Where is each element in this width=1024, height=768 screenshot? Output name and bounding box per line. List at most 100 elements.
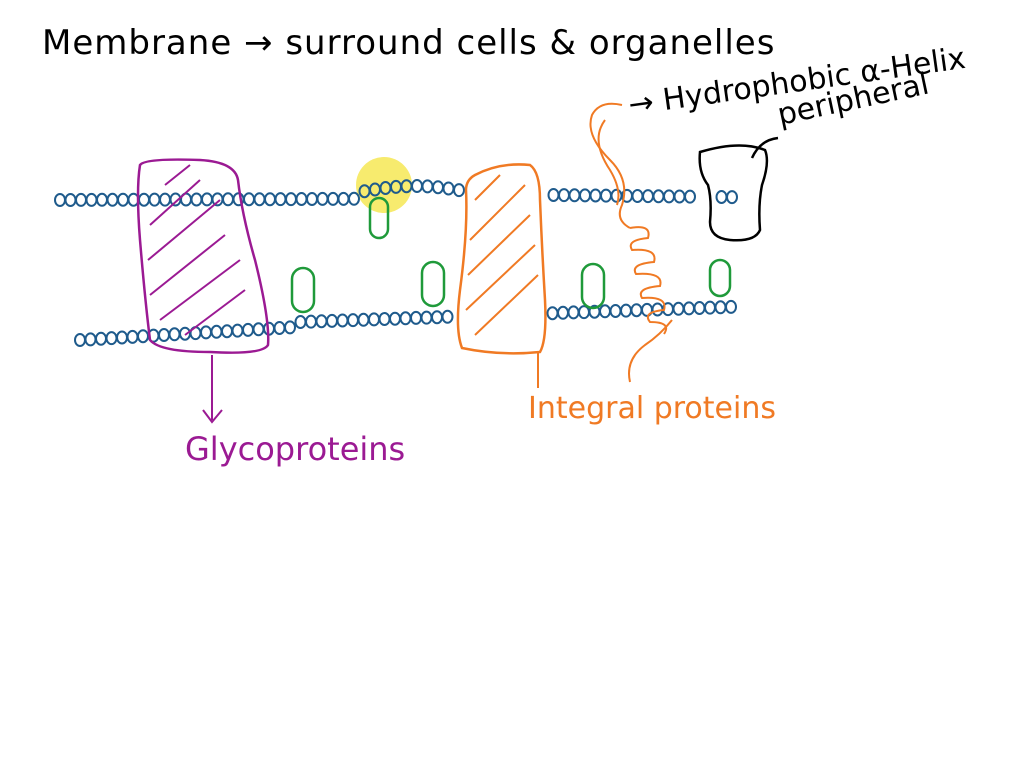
integral-proteins-label: Integral proteins [528,391,776,426]
phospholipid-head [138,192,150,207]
highlight-marker [356,157,412,213]
phospholipid-head [567,305,580,320]
phospholipid-head [273,321,286,335]
phospholipid-head [684,189,696,204]
phospholipid-head [274,192,287,207]
phospholipid-head [106,192,119,207]
phospholipid-head [190,192,203,207]
phospholipid-head [630,303,643,318]
lipid-molecules [290,196,732,314]
phospholipid-head [579,188,591,203]
phospholipid-head [231,323,244,338]
phospholipid-head [547,188,560,202]
phospholipid-head [609,304,622,318]
phospholipid-head [85,192,98,207]
phospholipid-head [95,331,107,346]
phospholipid-head [337,191,350,206]
phospholipid-head [453,183,465,198]
phospholipid-head [725,299,737,314]
glycoprotein-shape [136,158,270,424]
phospholipid-head [432,180,444,195]
phospholipid-head [105,331,118,346]
phospholipid-head [672,301,685,316]
phospholipid-head [557,305,569,320]
phospholipid-head [306,192,318,206]
phospholipid-head [264,192,276,207]
phospholipid-head [285,192,297,207]
phospholipid-head [305,314,317,329]
phospholipid-head [253,192,266,207]
phospholipid-head [683,301,695,316]
phospholipid-head [148,192,161,207]
phospholipid-head [96,192,108,207]
phospholipid-head [54,193,66,207]
phospholipid-head [546,306,559,321]
phospholipid-head [610,188,623,203]
phospholipid-head [116,330,128,345]
diagram-title: Membrane → surround cells & organelles [42,23,775,63]
phospholipid-head [316,191,329,206]
alpha-helix-protein [589,102,673,383]
lipid-capsule [368,196,390,240]
phospholipid-head [431,310,443,325]
phospholipid-head [327,191,339,206]
phospholipid-head [210,324,223,339]
phospholipid-head [663,189,675,204]
phospholipid-head [295,192,308,206]
phospholipid-head [389,311,401,326]
phospholipid-head [568,188,581,203]
inner-membrane-layer [74,299,737,347]
phospholipid-head [348,191,360,206]
phospholipid-head [221,324,233,339]
lipid-capsule [708,258,732,298]
phospholipid-head [347,313,359,328]
phospholipid-head [84,332,97,347]
lipid-capsule [580,262,606,310]
phospholipid-head [242,322,254,337]
phospholipid-head [642,189,654,204]
phospholipid-head [420,310,433,325]
phospholipid-head [411,179,423,193]
phospholipid-head [704,300,716,315]
phospholipid-head [357,312,370,327]
phospholipid-head [284,320,296,335]
phospholipid-head [652,189,665,204]
phospholipid-head [589,188,602,203]
phospholipid-head [599,304,611,319]
peripheral-protein-shape [698,136,779,242]
phospholipid-head [421,179,434,194]
phospholipid-head [74,333,86,347]
phospholipid-head [168,327,181,342]
lipid-capsule [420,260,446,308]
phospholipid-head [158,328,170,342]
phospholipid-head [410,310,422,325]
phospholipid-head [620,303,632,318]
phospholipid-head [211,192,224,207]
glycoproteins-label: Glycoproteins [185,430,405,468]
phospholipid-head [715,190,728,204]
phospholipid-head [75,192,87,207]
phospholipid-head [631,189,644,203]
phospholipid-head [326,313,338,328]
phospholipid-head [336,313,349,328]
phospholipid-head [442,181,455,196]
phospholipid-head [441,309,454,324]
phospholipid-head [294,315,307,329]
phospholipid-head [673,189,686,204]
phospholipid-head [243,192,255,207]
integral-protein-shape [456,163,547,388]
phospholipid-head [159,192,171,207]
phospholipid-head [179,326,191,341]
phospholipid-head [222,192,234,207]
phospholipid-head [693,301,706,315]
phospholipid-head [315,314,328,329]
phospholipid-head [117,192,129,207]
phospholipid-head [726,190,738,205]
phospholipid-head [252,322,265,337]
phospholipid-head [137,329,149,344]
phospholipid-head [201,192,213,207]
phospholipid-head [558,188,570,203]
phospholipid-head [600,188,612,203]
phospholipid-head [200,325,212,340]
